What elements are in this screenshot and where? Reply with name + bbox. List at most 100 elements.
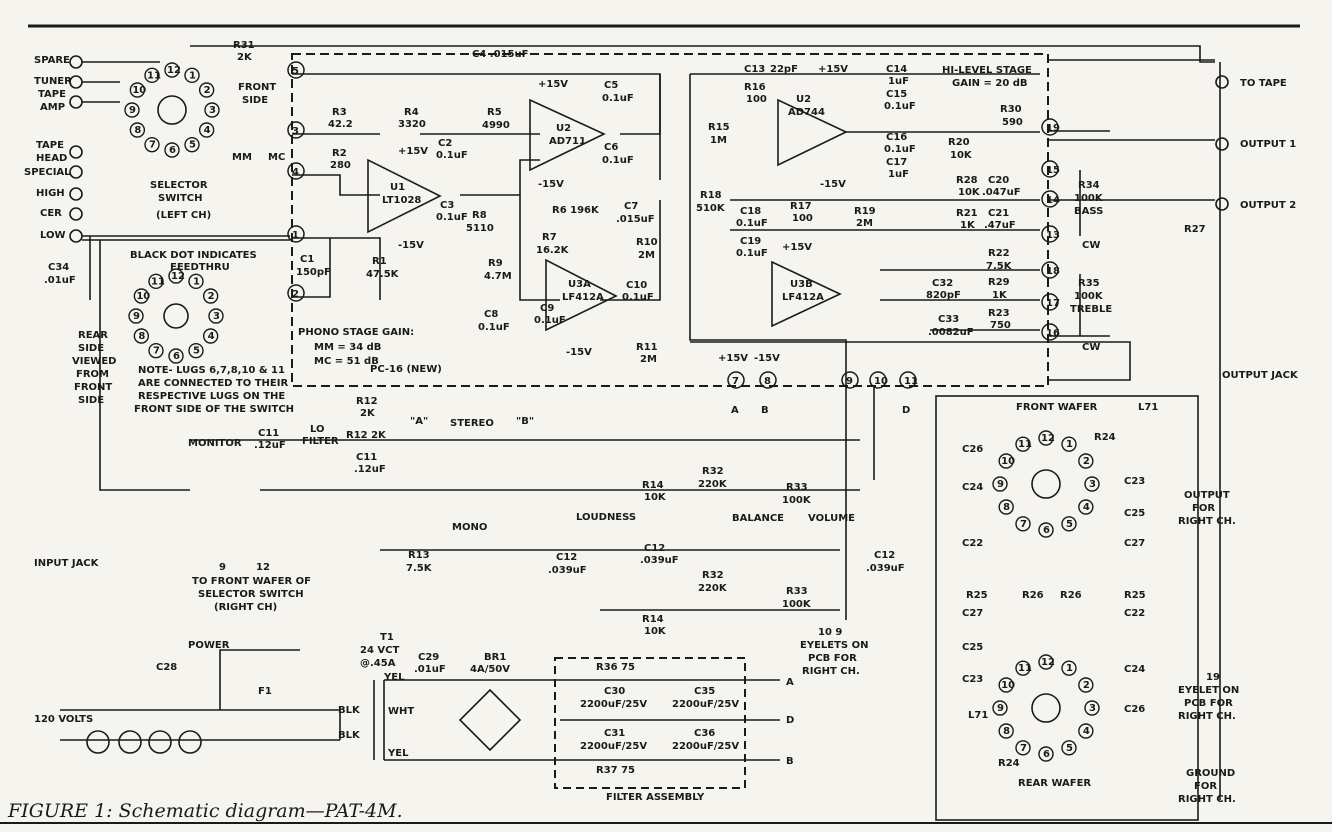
label-ground-3: RIGHT CH. [1178, 794, 1236, 805]
label-c31-v: 2200uF/25V [580, 741, 647, 752]
label-f1: F1 [258, 686, 272, 697]
label-c15-v: 0.1uF [884, 101, 916, 112]
lug-number: 5 [1066, 743, 1073, 754]
label-c10-v: 0.1uF [622, 292, 654, 303]
label-r28-v: 10K [958, 187, 981, 198]
input-jacks [69, 55, 290, 300]
pin-number: 1 [292, 230, 299, 241]
lug-circle [998, 723, 1014, 739]
label-c1: C1 [300, 254, 314, 265]
label-black-dot-1: BLACK DOT INDICATES [130, 250, 257, 261]
label-tape-amp-2: AMP [40, 102, 65, 113]
pin-circle [899, 371, 917, 389]
label-rear-side-1: REAR [78, 330, 108, 341]
label-c22-bot: C22 [1124, 608, 1145, 619]
pin-circle [1041, 293, 1059, 311]
label-br1-v: 4A/50V [470, 664, 510, 675]
lug-circle [124, 102, 140, 118]
lug-circle [133, 328, 150, 344]
label-output-right-1: OUTPUT [1184, 490, 1230, 501]
label-mm: MM [232, 152, 252, 163]
pin-circle [287, 225, 305, 243]
label-u1-t: LT1028 [382, 195, 421, 206]
label-front-side-1: FRONT [238, 82, 276, 93]
lug-number: 7 [1020, 519, 1027, 530]
label-r5: R5 [487, 107, 502, 118]
label-c30-v: 2200uF/25V [580, 699, 647, 710]
label-u2-744: U2 [796, 94, 811, 105]
label-r30-v: 590 [1002, 117, 1023, 128]
lug-circle [998, 453, 1014, 469]
label-c28: C28 [156, 662, 177, 673]
lug-number: 1 [189, 70, 196, 81]
lug-circle [1061, 516, 1077, 532]
label-r27: R27 [1184, 224, 1206, 235]
label-c5-v: 0.1uF [602, 93, 634, 104]
lug-number: 11 [147, 70, 161, 81]
lug-circle [208, 308, 224, 324]
label-hilevel-1: HI-LEVEL STAGE [942, 65, 1032, 76]
lug-number: 11 [151, 276, 165, 287]
label-lo-filter-2: FILTER [302, 436, 339, 447]
lug-number: 7 [149, 140, 156, 151]
label-u2-744-t: AD744 [788, 107, 825, 118]
label-c24-top: C24 [962, 482, 983, 493]
pin-number: 4 [292, 167, 299, 178]
label-r6: R6 196K [552, 205, 600, 216]
label-r34: R34 [1078, 180, 1100, 191]
lug-number: 2 [208, 291, 215, 302]
label-c18-v: 0.1uF [736, 218, 768, 229]
label-c11-r: C11 [356, 452, 377, 463]
label-r15-v: 1M [710, 135, 727, 146]
label-c25-bot: C25 [962, 642, 983, 653]
label-to-front-2: SELECTOR SWITCH [198, 589, 304, 600]
label-eyelets-109: 10 9 [818, 627, 842, 638]
label-m15-u2b: -15V [820, 179, 846, 190]
pin-circle [1041, 323, 1059, 341]
lug-circle [1038, 430, 1054, 446]
label-p15-rail: +15V [718, 353, 748, 364]
lug-circle [198, 122, 215, 138]
label-c16: C16 [886, 132, 907, 143]
label-tape-head-2: HEAD [36, 153, 67, 164]
lug-number: 2 [1083, 680, 1090, 691]
label-c12-lv: .039uF [548, 565, 587, 576]
lug-number: 2 [1083, 456, 1090, 467]
label-c15: C15 [886, 89, 907, 100]
label-filter-assembly: FILTER ASSEMBLY [606, 792, 705, 803]
label-p15-u1: +15V [398, 146, 428, 157]
pin-circle [1041, 190, 1059, 208]
label-m15-u1: -15V [398, 240, 424, 251]
label-c21: C21 [988, 208, 1009, 219]
lug-circle [202, 328, 219, 344]
lug-circle [168, 348, 184, 364]
lug-number: 9 [133, 311, 140, 322]
label-u2-711: U2 [556, 123, 571, 134]
label-r31-v: 2K [237, 52, 253, 63]
pin-circle [1041, 225, 1059, 243]
rear-wafer-switch [1031, 693, 1061, 723]
lug-circle [1061, 436, 1077, 452]
label-r25-b: R25 [1124, 590, 1146, 601]
lug-circle [998, 499, 1014, 515]
lug-number: 2 [204, 85, 211, 96]
pin-circle [287, 121, 305, 139]
lug-number: 3 [209, 105, 216, 116]
label-c20: C20 [988, 175, 1009, 186]
label-r13: R13 [408, 550, 430, 561]
label-balance: BALANCE [732, 513, 784, 524]
label-stereo: STEREO [450, 418, 494, 429]
label-c8: C8 [484, 309, 498, 320]
label-output1: OUTPUT 1 [1240, 139, 1296, 150]
lug-circle [992, 476, 1008, 492]
label-r22: R22 [988, 248, 1010, 259]
lug-number: 12 [1041, 657, 1055, 668]
pin-number: 17 [1046, 298, 1060, 309]
label-m15-u3a: -15V [566, 347, 592, 358]
label-c11-rv: .12uF [354, 464, 386, 475]
lug-number: 9 [129, 105, 136, 116]
lug-circle [168, 268, 184, 284]
lug-number: 8 [1003, 502, 1010, 513]
label-c24-bot: C24 [1124, 664, 1145, 675]
